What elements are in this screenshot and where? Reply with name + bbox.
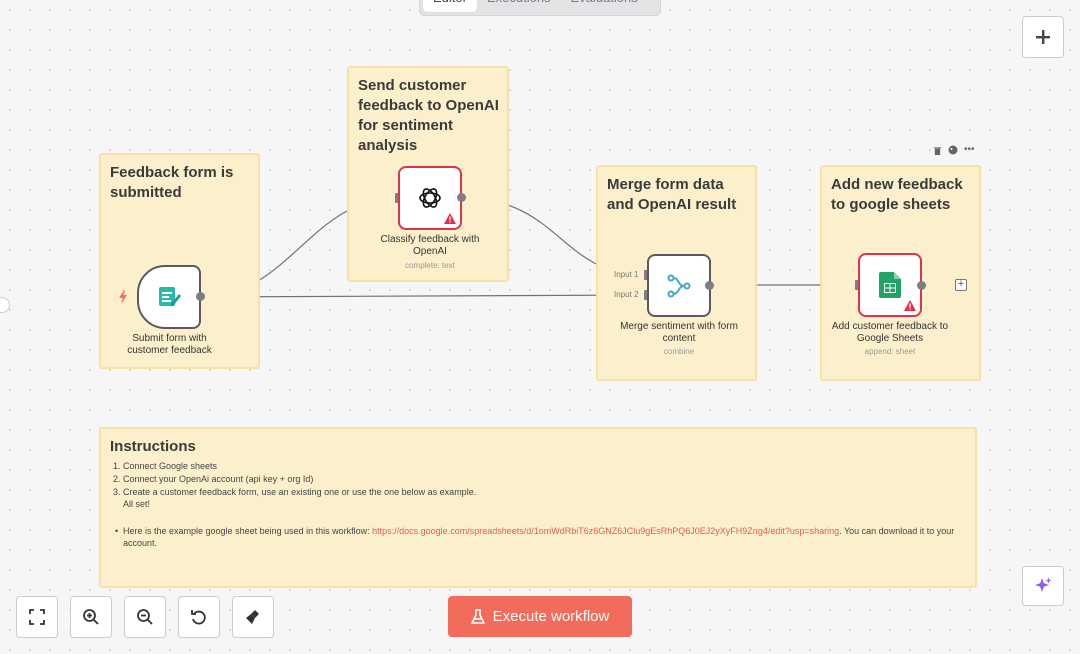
execute-workflow-button[interactable]: Execute workflow	[448, 596, 632, 637]
tab-evaluations[interactable]: Evaluations	[561, 0, 648, 12]
instructions-title: Instructions	[110, 438, 196, 455]
node-label: Classify feedback with OpenAI	[380, 234, 480, 257]
instruction-step-text: All set!	[123, 499, 151, 509]
reset-zoom-button[interactable]	[178, 596, 220, 638]
flask-icon	[470, 608, 485, 624]
output-handle[interactable]	[705, 281, 714, 290]
input-handle-2[interactable]	[644, 290, 649, 300]
bullet-text: . You can download it to your account.	[123, 526, 955, 548]
instruction-step: Connect your OpenAi account (api key + o…	[123, 473, 963, 485]
warning-icon	[904, 300, 916, 311]
spreadsheet-link[interactable]: https://docs.google.com/spreadsheets/d/1…	[372, 526, 840, 536]
bullet-text: Here is the example google sheet being u…	[123, 526, 373, 536]
delete-icon[interactable]	[933, 146, 942, 155]
sticky-note-trigger[interactable]: Feedback form is submitted	[99, 153, 260, 369]
broom-icon	[246, 610, 259, 624]
input-label: Input 2	[614, 290, 639, 299]
output-handle[interactable]	[196, 292, 205, 301]
zoom-out-button[interactable]	[124, 596, 166, 638]
input-label: Input 1	[614, 270, 639, 279]
openai-icon	[419, 188, 441, 208]
color-palette-icon[interactable]	[948, 145, 958, 155]
node-label: Submit form with customer feedback	[127, 333, 212, 356]
form-icon	[159, 287, 181, 307]
sticky-note-merge[interactable]: Merge form data and OpenAI result	[596, 165, 757, 381]
sticky-title: Merge form data and OpenAI result	[607, 176, 737, 213]
warning-icon	[444, 213, 456, 224]
zoom-in-icon	[83, 609, 99, 625]
merge-icon	[667, 274, 691, 297]
zoom-out-icon	[137, 609, 153, 625]
node-merge[interactable]	[647, 254, 711, 317]
node-subtitle: append: sheet	[864, 347, 916, 356]
output-handle[interactable]	[457, 193, 466, 202]
sticky-title: Feedback form is submitted	[110, 164, 234, 201]
instruction-step-text: Create a customer feedback form, use an …	[123, 487, 477, 497]
node-subtitle: combine	[663, 347, 695, 356]
instructions-bullet: • Here is the example google sheet being…	[115, 526, 955, 548]
instructions-body: Connect Google sheets Connect your OpenA…	[101, 460, 963, 549]
input-handle[interactable]	[855, 280, 860, 290]
zoom-to-fit-button[interactable]	[16, 596, 58, 638]
input-handle-1[interactable]	[644, 270, 649, 280]
ai-assistant-button[interactable]	[1022, 566, 1064, 606]
tidy-up-button[interactable]	[232, 596, 274, 638]
output-handle[interactable]	[917, 281, 926, 290]
tab-editor[interactable]: Editor	[423, 0, 477, 12]
node-label: Add customer feedback to Google Sheets	[831, 321, 949, 344]
connection-form-merge	[200, 294, 646, 298]
more-options-icon[interactable]: •••	[964, 144, 975, 155]
input-handle[interactable]	[395, 193, 400, 203]
google-sheets-icon	[879, 272, 901, 298]
sticky-title: Add new feedback to google sheets	[831, 176, 963, 213]
node-subtitle: complete: text	[405, 261, 455, 270]
add-node-button[interactable]: +	[955, 279, 967, 291]
sticky-title: Send customer feedback to OpenAI for sen…	[358, 77, 499, 154]
trigger-bolt-icon	[119, 290, 127, 304]
node-label: Merge sentiment with form content	[620, 321, 738, 344]
plus-icon	[1036, 30, 1050, 44]
instructions-steps: Connect Google sheets Connect your OpenA…	[101, 460, 963, 510]
sticky-note-instructions[interactable]: Instructions Connect Google sheets Conne…	[99, 427, 977, 588]
fit-view-icon	[29, 609, 45, 625]
sticky-toolbar: •••	[933, 145, 975, 155]
sparkle-icon	[1035, 577, 1052, 592]
instruction-step: Connect Google sheets	[123, 460, 963, 472]
view-tabs: Editor Executions Evaluations	[419, 0, 661, 16]
zoom-in-button[interactable]	[70, 596, 112, 638]
node-submit-form[interactable]	[137, 265, 201, 329]
tab-executions[interactable]: Executions	[477, 0, 561, 12]
instruction-step: Create a customer feedback form, use an …	[123, 486, 963, 510]
undo-icon	[191, 610, 206, 625]
execute-label: Execute workflow	[492, 608, 610, 625]
add-node-panel-button[interactable]	[1022, 16, 1064, 58]
